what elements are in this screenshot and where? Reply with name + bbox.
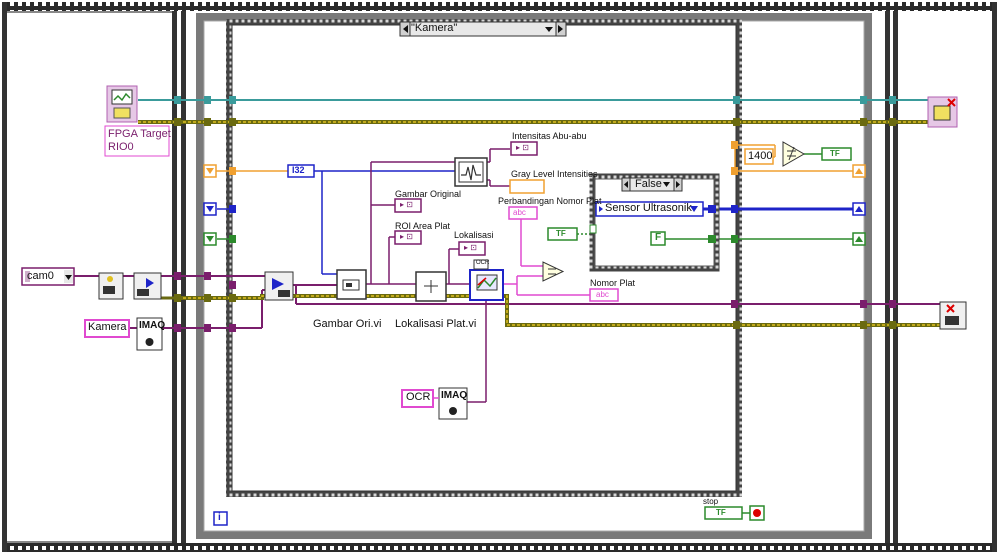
wire-image-internal xyxy=(366,148,510,403)
intensitas-terminal-glyph: ▸ ⊡ xyxy=(516,143,529,152)
indicator-tf-1400 xyxy=(821,147,852,161)
fpga-target-resource: RIO0 xyxy=(108,141,134,153)
imaq-kamera-label: IMAQ xyxy=(139,320,166,331)
indicator-tf-compare xyxy=(547,227,578,241)
cam0-value[interactable]: cam0 xyxy=(27,270,54,282)
control-stop[interactable] xyxy=(704,506,743,520)
case-structure-inner[interactable] xyxy=(589,173,720,272)
stop-terminal-icon[interactable] xyxy=(749,505,765,521)
label-roi-area: ROI Area Plat xyxy=(395,221,451,231)
fpga-open-vi-icon[interactable] xyxy=(106,85,138,123)
tf-stop-label: TF xyxy=(716,508,726,517)
not-equal-comparator-icon[interactable] xyxy=(782,141,806,167)
label-lokalisasi-plat-vi: Lokalisasi Plat.vi xyxy=(395,318,477,330)
label-stop: stop xyxy=(703,497,719,506)
label-perbandingan: Perbandingan Nomor Plat xyxy=(498,196,602,206)
imaq-ocr-label: IMAQ xyxy=(441,390,468,401)
gambar-ori-subvi-icon[interactable] xyxy=(336,269,367,300)
sensor-ultrasonik-enum[interactable] xyxy=(595,201,704,217)
tf-1400-label: TF xyxy=(830,149,840,158)
sensor-ultrasonik-value[interactable]: Sensor Ultrasonik xyxy=(605,202,692,214)
case-selector-terminal xyxy=(589,224,597,234)
roi-terminal-glyph: ▸ ⊡ xyxy=(400,232,413,241)
label-gray-level: Gray Level Intensities xyxy=(511,169,598,179)
gambar-terminal-glyph: ▸ ⊡ xyxy=(400,200,413,209)
indicator-gambar-original xyxy=(394,198,422,213)
tunnel-inner-bool xyxy=(708,235,716,243)
lokalisasi-terminal-glyph: ▸ ⊡ xyxy=(464,243,477,252)
case-structure-kamera[interactable] xyxy=(226,19,742,497)
tunnel-inner-enum xyxy=(708,205,716,213)
ocr-read-text-icon[interactable] xyxy=(469,259,504,301)
fpga-target-label-box xyxy=(104,125,170,157)
shift-registers[interactable] xyxy=(203,164,866,246)
imaq-close-camera-icon[interactable] xyxy=(939,301,967,330)
kamera-value[interactable]: Kamera xyxy=(88,321,127,333)
kamera-image-name-constant[interactable] xyxy=(84,319,130,338)
ocr-value[interactable]: OCR xyxy=(406,391,431,403)
label-gambar-original: Gambar Original xyxy=(395,189,462,199)
imaq-grab-icon[interactable] xyxy=(264,271,294,301)
histogram-icon[interactable] xyxy=(454,157,488,187)
case-selector-value[interactable]: "Kamera" xyxy=(411,22,458,34)
i32-label: I32 xyxy=(292,165,305,175)
indicator-roi-area xyxy=(394,230,422,245)
control-perbandingan[interactable] xyxy=(508,206,538,220)
num-1400-value[interactable]: 1400 xyxy=(748,150,773,162)
imaq-create-ocr-icon[interactable] xyxy=(438,387,468,420)
nomor-plat-abc: abc xyxy=(596,290,609,299)
imaq-open-camera-icon[interactable] xyxy=(98,272,124,300)
label-gambar-ori-vi: Gambar Ori.vi xyxy=(313,318,382,330)
label-intensitas: Intensitas Abu-abu xyxy=(512,131,587,141)
false-constant[interactable] xyxy=(650,231,666,246)
tf-compare-label: TF xyxy=(556,229,566,238)
ocr-tag-label: OCR xyxy=(476,260,490,266)
fpga-close-vi-icon[interactable] xyxy=(927,96,958,128)
label-lokalisasi: Lokalisasi xyxy=(454,230,494,240)
false-const-value: F xyxy=(655,232,662,243)
indicator-nomor-plat xyxy=(589,288,619,302)
chevron-down-icon xyxy=(545,27,553,32)
indicator-lokalisasi xyxy=(458,241,486,256)
loop-iteration-icon xyxy=(213,511,228,526)
equal-comparator-icon[interactable] xyxy=(542,261,565,282)
to-i32-conversion[interactable] xyxy=(287,164,315,178)
wire-string-pink xyxy=(503,219,590,296)
indicator-intensitas xyxy=(510,141,538,156)
label-nomor-plat: Nomor Plat xyxy=(590,278,636,288)
fpga-target-label: FPGA Target xyxy=(108,128,171,140)
wire-i32-blue xyxy=(217,170,455,275)
indicator-gray-level xyxy=(509,179,545,194)
perbandingan-abc: abc xyxy=(513,208,526,217)
loop-iteration-label: i xyxy=(218,512,221,523)
lokalisasi-plat-subvi-icon[interactable] xyxy=(415,271,447,302)
tunnels xyxy=(174,96,896,332)
numeric-1400-constant[interactable] xyxy=(744,148,774,165)
imaq-create-kamera-icon[interactable] xyxy=(136,317,163,351)
cam0-session-control[interactable] xyxy=(21,267,75,286)
imaq-configure-grab-icon[interactable] xyxy=(133,272,162,300)
inner-case-selector-value[interactable]: False xyxy=(635,178,662,190)
case-selector-kamera[interactable] xyxy=(399,21,567,37)
